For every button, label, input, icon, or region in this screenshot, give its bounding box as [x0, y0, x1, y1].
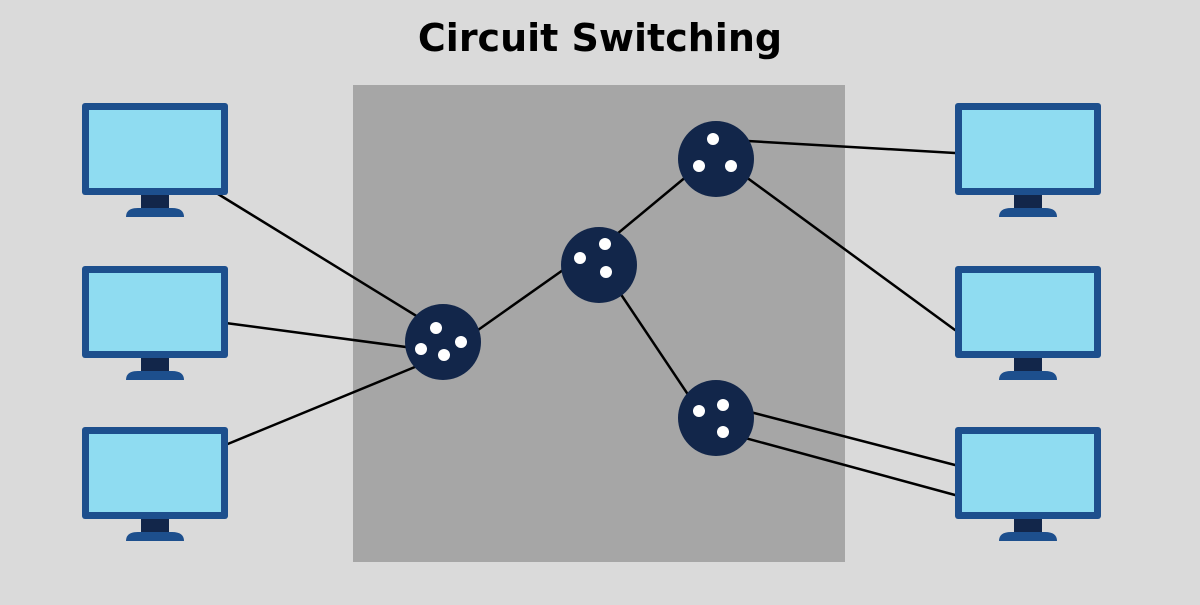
port-dot	[455, 336, 467, 348]
monitor-icon	[955, 427, 1101, 541]
link-left-computer-1-to-switch-a	[216, 192, 438, 330]
port-dot	[438, 349, 450, 361]
switch-node-icon	[678, 121, 754, 197]
port-dot	[717, 399, 729, 411]
link-switch-d-to-right-computer-3-a	[721, 403, 957, 467]
port-dot	[600, 266, 612, 278]
port-dot	[599, 238, 611, 250]
port-dot	[693, 160, 705, 172]
port-dot	[430, 322, 442, 334]
link-left-computer-2-to-switch-a	[216, 320, 423, 351]
link-switch-a-to-switch-b	[459, 256, 582, 344]
switch-node-icon	[405, 304, 481, 380]
monitor-icon	[82, 427, 228, 541]
monitor-icon	[82, 103, 228, 217]
switch-node-icon	[678, 380, 754, 456]
link-switch-c-to-right-computer-1	[711, 137, 957, 155]
monitor-icon	[955, 266, 1101, 380]
link-switch-b-to-switch-c	[603, 164, 701, 246]
port-dot	[415, 343, 427, 355]
diagram-title: Circuit Switching	[417, 16, 783, 60]
connections	[216, 137, 957, 497]
port-dot	[574, 252, 586, 264]
port-dot	[693, 405, 705, 417]
port-dot	[707, 133, 719, 145]
port-dot	[725, 160, 737, 172]
switch-node-icon	[561, 227, 637, 303]
link-switch-d-to-right-computer-3-b	[721, 430, 957, 497]
port-dot	[717, 426, 729, 438]
monitor-icon	[82, 266, 228, 380]
link-switch-c-to-right-computer-2	[729, 164, 957, 332]
monitor-icon	[955, 103, 1101, 217]
link-left-computer-3-to-switch-a	[216, 353, 446, 450]
